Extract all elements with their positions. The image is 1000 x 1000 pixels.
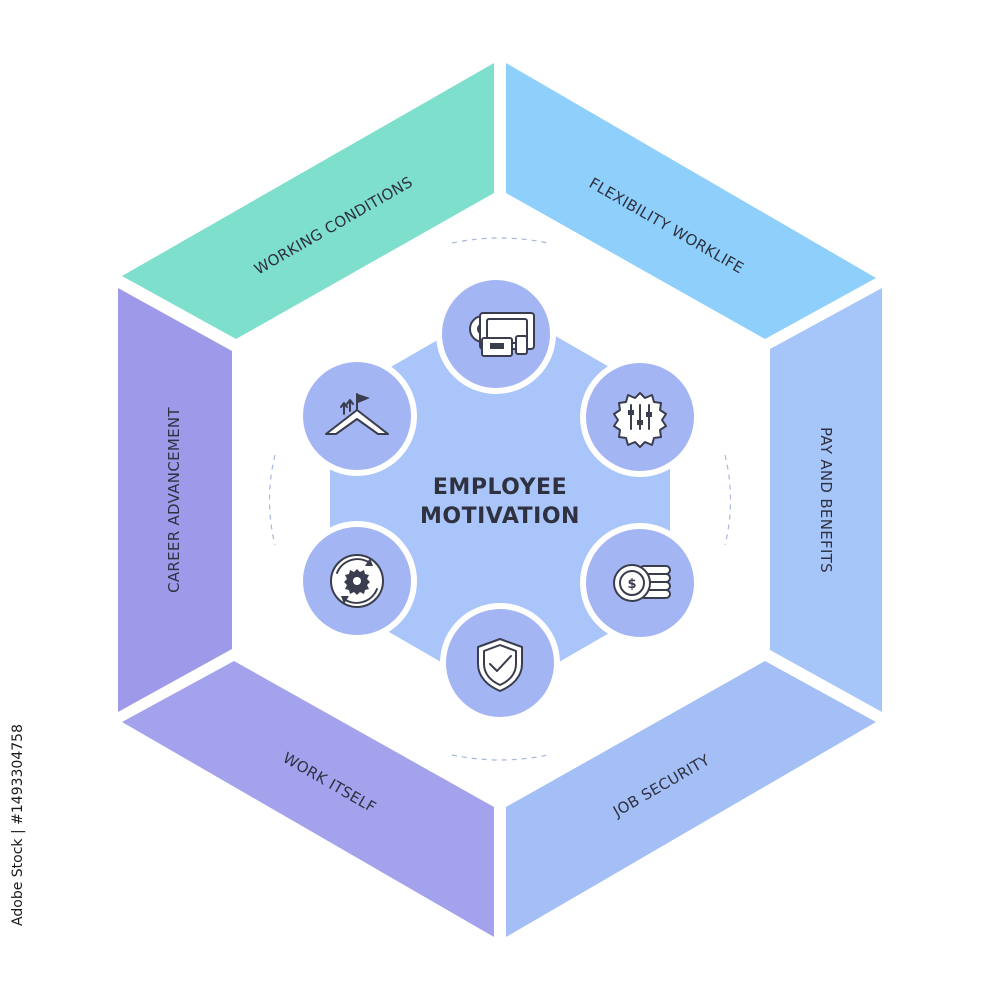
svg-text:$: $ <box>627 577 636 592</box>
icon-node-settings <box>580 357 700 477</box>
label-pay-and-benefits: PAY AND BENEFITS <box>817 427 835 573</box>
segment-flexibility-worklife <box>506 63 876 339</box>
icon-node-devices <box>436 274 556 394</box>
center-title-line-1: EMPLOYEE <box>433 475 567 500</box>
segment-job-security <box>506 661 876 937</box>
gear-cycle-icon <box>330 554 384 608</box>
icon-node-money: $ <box>580 523 700 643</box>
career-mountain-flag-icon <box>325 393 389 435</box>
dashed-arcs <box>268 237 732 761</box>
center-title-line-2: MOTIVATION <box>420 504 580 529</box>
money-coins-icon: $ <box>613 564 671 602</box>
icon-node-career <box>297 356 417 476</box>
label-career-advancement: CAREER ADVANCEMENT <box>165 407 183 593</box>
shield-check-icon <box>477 638 523 692</box>
stock-watermark: Adobe Stock | #1493304758 <box>6 724 30 926</box>
segment-pay-and-benefits <box>770 288 882 712</box>
devices-gear-icon <box>469 312 535 357</box>
icon-node-shield <box>440 603 560 723</box>
segment-working-conditions <box>122 63 494 339</box>
settings-sliders-icon <box>613 392 667 448</box>
segment-career-advancement <box>118 288 232 712</box>
icon-node-gear <box>297 521 417 641</box>
segment-work-itself <box>122 661 494 937</box>
watermark-text: Adobe Stock | #1493304758 <box>10 724 26 926</box>
